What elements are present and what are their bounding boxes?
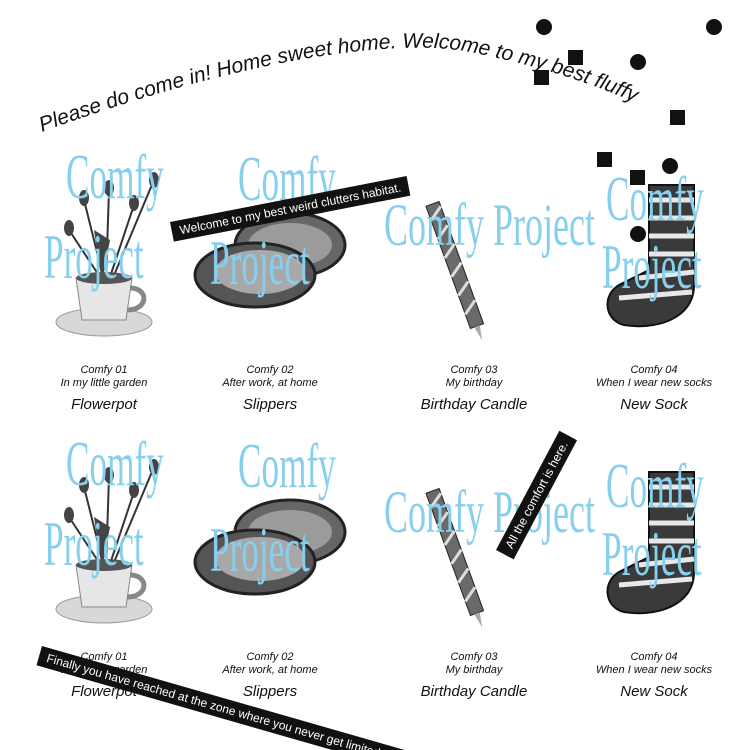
- watermark-project: Project: [210, 227, 310, 298]
- watermark-comfy: Comfy: [606, 450, 704, 521]
- square-shape: [630, 170, 645, 185]
- watermark-project: Project: [44, 508, 144, 579]
- item-tagline: When I wear new socks: [595, 377, 713, 389]
- item-card-candle: Comfy Project Comfy 03 My birthday Birth…: [384, 0, 595, 413]
- item-tagline: When I wear new socks: [595, 664, 713, 676]
- decorative-shapes: [534, 19, 722, 242]
- watermark-comfy: Comfy: [66, 141, 164, 212]
- dot-shape: [706, 19, 722, 35]
- watermark-project: Project: [210, 514, 310, 585]
- item-number: Comfy 03: [450, 364, 498, 376]
- item-card-candle: Comfy Project Comfy 03 My birthday Birth…: [384, 287, 595, 700]
- item-tagline: My birthday: [445, 664, 503, 676]
- flowerpot-illustration: [55, 459, 159, 624]
- watermark-project: Project: [602, 231, 702, 302]
- item-tagline: In my little garden: [60, 377, 148, 389]
- item-number: Comfy 04: [630, 364, 678, 376]
- square-shape: [534, 70, 549, 85]
- dot-shape: [630, 226, 646, 242]
- item-name: New Sock: [620, 396, 688, 413]
- dot-shape: [630, 54, 646, 70]
- flowerpot-illustration: [55, 172, 159, 337]
- watermark-comfy: Comfy: [66, 428, 164, 499]
- square-shape: [597, 152, 612, 167]
- item-card-sock: Comfy Project Comfy 04 When I wear new s…: [564, 287, 744, 700]
- watermark-project: Project: [44, 221, 144, 292]
- candle-illustration: [425, 487, 485, 628]
- item-name: Flowerpot: [71, 396, 137, 413]
- item-name: Slippers: [242, 683, 298, 700]
- item-number: Comfy 04: [630, 651, 678, 663]
- item-name: Birthday Candle: [420, 683, 528, 700]
- item-name: Birthday Candle: [420, 396, 528, 413]
- item-tagline: After work, at home: [222, 377, 318, 389]
- item-number: Comfy 02: [246, 364, 294, 376]
- square-shape: [568, 50, 583, 65]
- item-number: Comfy 01: [80, 364, 128, 376]
- slippers-illustration: [193, 498, 347, 596]
- watermark-comfy: Comfy: [238, 430, 336, 501]
- dot-shape: [662, 158, 678, 174]
- sock-illustration: [606, 471, 695, 615]
- item-number: Comfy 02: [246, 651, 294, 663]
- item-name: New Sock: [620, 683, 688, 700]
- item-tagline: After work, at home: [222, 664, 318, 676]
- item-card-flowerpot: Comfy Project Comfy 01 In my little gard…: [14, 0, 194, 413]
- item-card-slippers: Comfy Project Comfy 02 After work, at ho…: [180, 287, 360, 700]
- candle-illustration: [425, 200, 485, 341]
- square-shape: [670, 110, 685, 125]
- item-card-sock: Comfy Project Comfy 04 When I wear new s…: [564, 0, 744, 413]
- item-card-flowerpot: Comfy Project Comfy 01 In my little gard…: [14, 287, 194, 700]
- item-number: Comfy 03: [450, 651, 498, 663]
- item-card-slippers: Comfy Project Comfy 02 After work, at ho…: [180, 0, 360, 413]
- sock-illustration: [606, 184, 695, 328]
- item-tagline: My birthday: [445, 377, 503, 389]
- watermark-comfy-project: Comfy Project: [384, 192, 595, 258]
- item-name: Slippers: [242, 396, 298, 413]
- watermark-project: Project: [602, 518, 702, 589]
- watermark-comfy: Comfy: [606, 163, 704, 234]
- slippers-illustration: [193, 211, 347, 309]
- dot-shape: [536, 19, 552, 35]
